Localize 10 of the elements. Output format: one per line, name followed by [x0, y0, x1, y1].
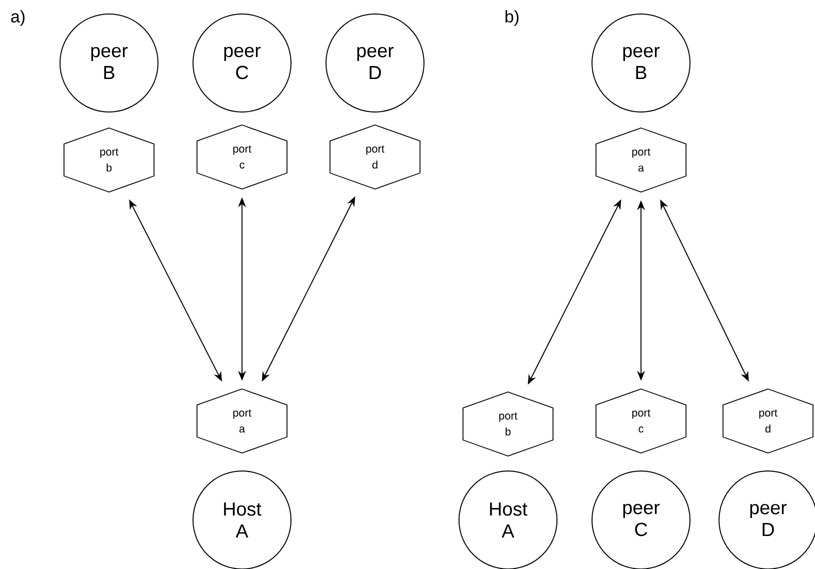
port-hexagon: port a [196, 388, 288, 454]
panel-label: b) [506, 10, 518, 26]
port-hexagon: port a [596, 128, 686, 192]
port-hexagon: port d [722, 388, 814, 454]
port-hexagon: port c [596, 388, 686, 454]
port-hexagon: port b [462, 392, 554, 456]
port-hexagon: port d [330, 124, 420, 190]
port-hexagon: port c [196, 124, 288, 190]
panel-label: a) [11, 10, 24, 26]
port-hexagon: port b [64, 128, 154, 192]
